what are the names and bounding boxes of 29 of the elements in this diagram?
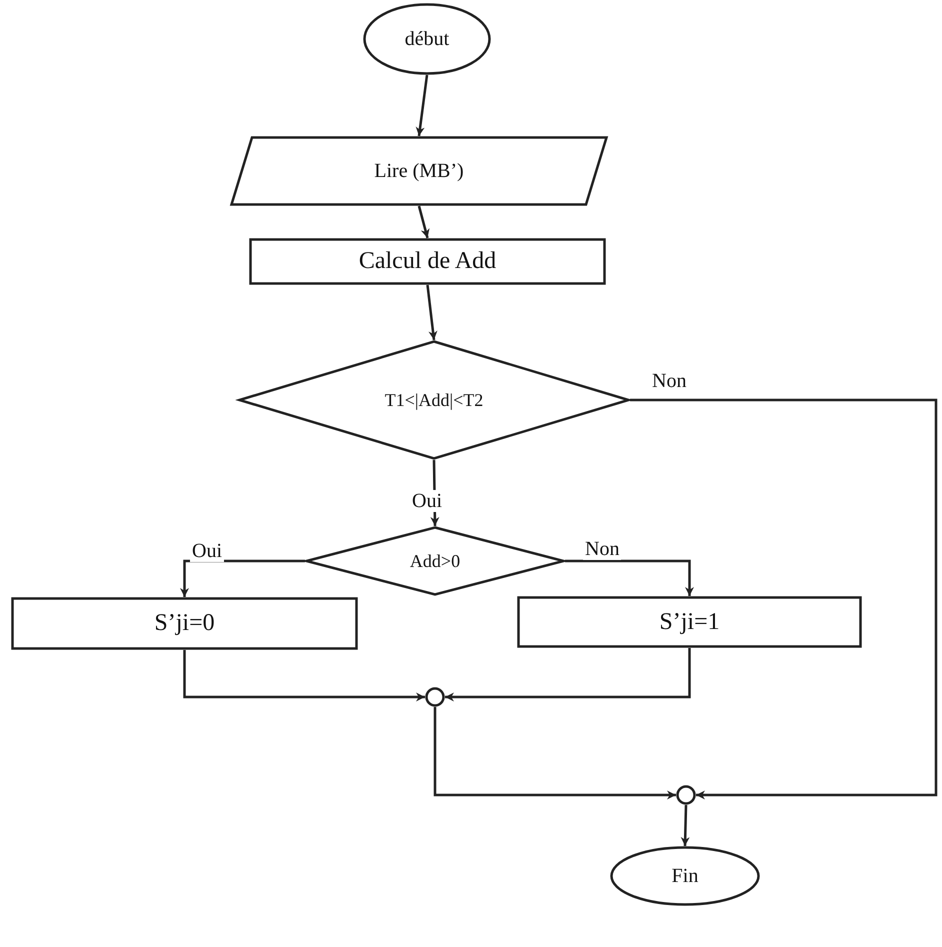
node-label: S’ji=0 — [154, 610, 215, 637]
arrow — [180, 560, 305, 597]
arrow — [416, 74, 428, 136]
process-box — [11, 597, 358, 650]
end-terminal — [610, 846, 760, 906]
node-label: début — [404, 28, 450, 50]
node-label: S’ji=1 — [659, 608, 720, 636]
node-label: Lire (MB’) — [374, 160, 464, 182]
arrow — [434, 707, 676, 800]
arrow — [680, 804, 690, 846]
start-terminal — [363, 3, 491, 75]
edge-label: Oui — [410, 490, 444, 512]
decision-diamond — [305, 526, 565, 596]
arrow — [418, 206, 430, 238]
arrow — [426, 284, 438, 340]
node-label: T1<|Add|<T2 — [384, 390, 484, 410]
process-box — [249, 238, 606, 285]
arrow — [445, 648, 691, 702]
process-box — [517, 596, 862, 648]
decision-diamond — [238, 340, 630, 460]
node-label: Add>0 — [410, 550, 460, 572]
junction-circle — [425, 687, 445, 707]
node-label: Fin — [672, 864, 698, 888]
arrow — [565, 560, 694, 596]
arrow — [630, 398, 938, 800]
node-label: Calcul de Add — [358, 248, 496, 275]
input-parallelogram — [230, 136, 608, 206]
arrow — [183, 650, 425, 702]
junction-circle — [676, 785, 696, 805]
